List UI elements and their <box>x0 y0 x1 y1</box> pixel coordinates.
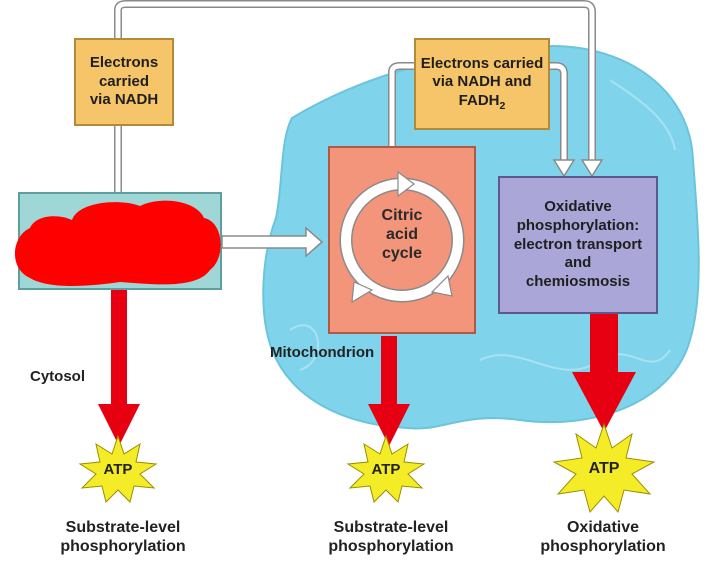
glycolysis-box <box>18 192 222 290</box>
atp-burst-middle <box>346 434 426 503</box>
pyruvate-arrow <box>221 226 324 258</box>
atp-burst-left <box>78 434 158 503</box>
cytosol-label: Cytosol <box>30 368 86 385</box>
electrons-nadh-box: Electrons carried via NADH <box>74 38 174 126</box>
red-arrow-middle <box>368 336 410 446</box>
electrons-nadh-fadh-box: Electrons carried via NADH and FADH2 <box>414 38 550 130</box>
atp-burst-right <box>552 422 656 514</box>
outer-electron-arrowhead <box>580 159 604 178</box>
output-middle-label: Substrate-level phosphorylation <box>328 519 454 556</box>
output-left-label: Substrate-level phosphorylation <box>60 519 186 556</box>
fadh-subscript: 2 <box>499 100 506 113</box>
inner-electron-arrowhead <box>552 159 576 178</box>
electrons-nadh-text: Electrons carried via NADH <box>89 53 159 109</box>
atp-label-left: ATP <box>103 461 133 478</box>
red-arrow-right <box>572 314 636 432</box>
electrons-fadh-line1: Electrons carried <box>420 54 544 72</box>
oxidative-phosphorylation-text: Oxidative phosphorylation: electron tran… <box>513 198 643 291</box>
fadh-text: FADH <box>458 92 500 110</box>
atp-label-middle: ATP <box>371 461 401 478</box>
mitochondrion-label: Mitochondrion <box>270 344 375 361</box>
oxidative-phosphorylation-box: Oxidative phosphorylation: electron tran… <box>498 176 658 314</box>
output-right-label: Oxidative phosphorylation <box>540 519 666 556</box>
citric-acid-cycle-label: Citric acid cycle <box>381 207 423 263</box>
electrons-fadh-line2: via NADH and <box>432 73 532 91</box>
atp-label-right: ATP <box>588 460 620 477</box>
red-arrow-left <box>98 290 140 446</box>
electrons-fadh-line3: FADH2 <box>459 92 506 113</box>
